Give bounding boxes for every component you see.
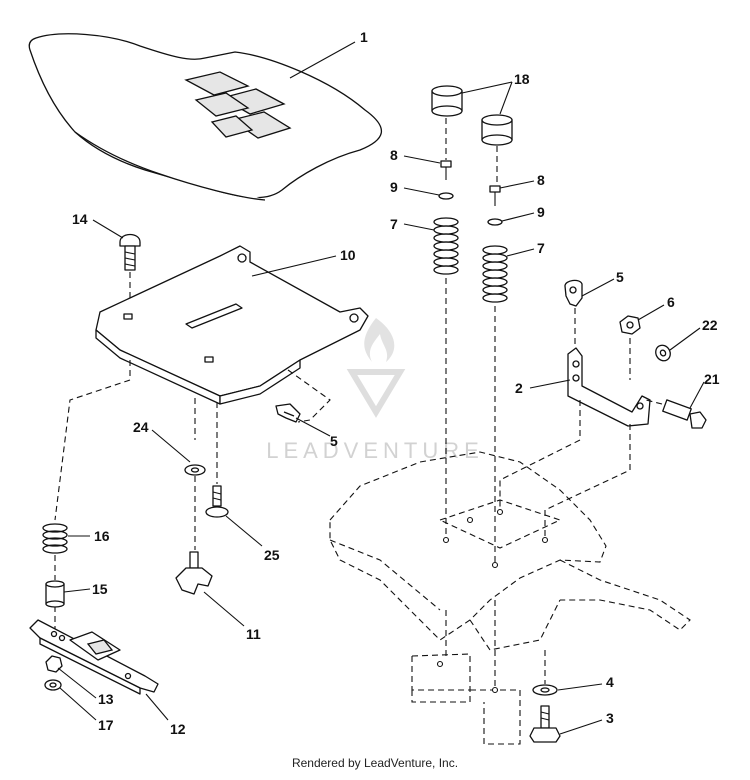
- hex-bolt-3: [529, 705, 561, 743]
- spring-7-right: [482, 245, 508, 303]
- washer-9-right: [487, 218, 503, 226]
- callout-13: 13: [98, 691, 114, 707]
- callout-14: 14: [72, 211, 88, 227]
- carriage-bolt-14: [119, 233, 141, 271]
- leadventure-watermark: LEADVENTURE: [266, 318, 484, 463]
- callout-25: 25: [264, 547, 280, 563]
- bushing-15: [45, 580, 65, 608]
- callout-8-right: 8: [537, 172, 545, 188]
- clip-5-seat: [275, 403, 301, 423]
- callout-7-left: 7: [390, 216, 398, 232]
- callout-15: 15: [92, 581, 108, 597]
- spring-16: [42, 523, 68, 554]
- callout-10: 10: [340, 247, 356, 263]
- spacer-18-left: [431, 85, 463, 117]
- footer-credit: Rendered by LeadVenture, Inc.: [291, 756, 459, 770]
- callouts: 1 18 8 9 7 8 9 7 14 10 5 6 22 2 21 24 5 …: [72, 29, 720, 737]
- callout-5-seat: 5: [330, 433, 338, 449]
- callout-22: 22: [702, 317, 718, 333]
- callout-24: 24: [133, 419, 149, 435]
- assembly-line-bolt-21: [645, 399, 663, 405]
- nut-6: [619, 315, 641, 335]
- callout-4: 4: [606, 674, 614, 690]
- bracket-2: [567, 347, 651, 427]
- seat: [28, 33, 383, 201]
- callout-9-right: 9: [537, 204, 545, 220]
- callout-16: 16: [94, 528, 110, 544]
- assembly-line-bracket-right: [544, 424, 631, 540]
- leader-lines: [57, 41, 705, 735]
- shoulder-bolt-21: [662, 399, 707, 429]
- callout-6: 6: [667, 294, 675, 310]
- callout-3: 3: [606, 710, 614, 726]
- adjuster-plate-12: [29, 619, 159, 695]
- callout-7-right: 7: [537, 240, 545, 256]
- assembly-line-clip: [287, 369, 331, 423]
- washer-17: [44, 679, 62, 691]
- knob-11: [175, 551, 213, 595]
- callout-21: 21: [704, 371, 720, 387]
- washer-4: [532, 684, 558, 696]
- callout-17: 17: [98, 717, 114, 733]
- callout-1: 1: [360, 29, 368, 45]
- watermark-text: LEADVENTURE: [266, 438, 484, 463]
- clip-5-bracket: [564, 279, 583, 307]
- frame-holes: [436, 508, 549, 694]
- frame-outline: [329, 451, 691, 745]
- spring-7-left: [433, 217, 459, 275]
- bolt-8-left: [440, 160, 452, 180]
- spacer-18-right: [481, 114, 513, 146]
- bolt-25: [205, 485, 229, 518]
- callout-2: 2: [515, 380, 523, 396]
- assembly-line-bracket: [499, 400, 581, 510]
- assembly-lines-left: [54, 360, 218, 640]
- washer-9-left: [438, 192, 454, 200]
- callout-11: 11: [246, 626, 261, 642]
- callout-12: 12: [170, 721, 186, 737]
- seat-pan: [95, 245, 369, 405]
- callout-5-bracket: 5: [616, 269, 624, 285]
- assembly-lines-center: [445, 118, 498, 690]
- washer-22: [655, 344, 671, 362]
- callout-18: 18: [514, 71, 530, 87]
- callout-9-left: 9: [390, 179, 398, 195]
- callout-8-left: 8: [390, 147, 398, 163]
- washer-24: [184, 464, 206, 476]
- bolt-8-right: [489, 185, 501, 206]
